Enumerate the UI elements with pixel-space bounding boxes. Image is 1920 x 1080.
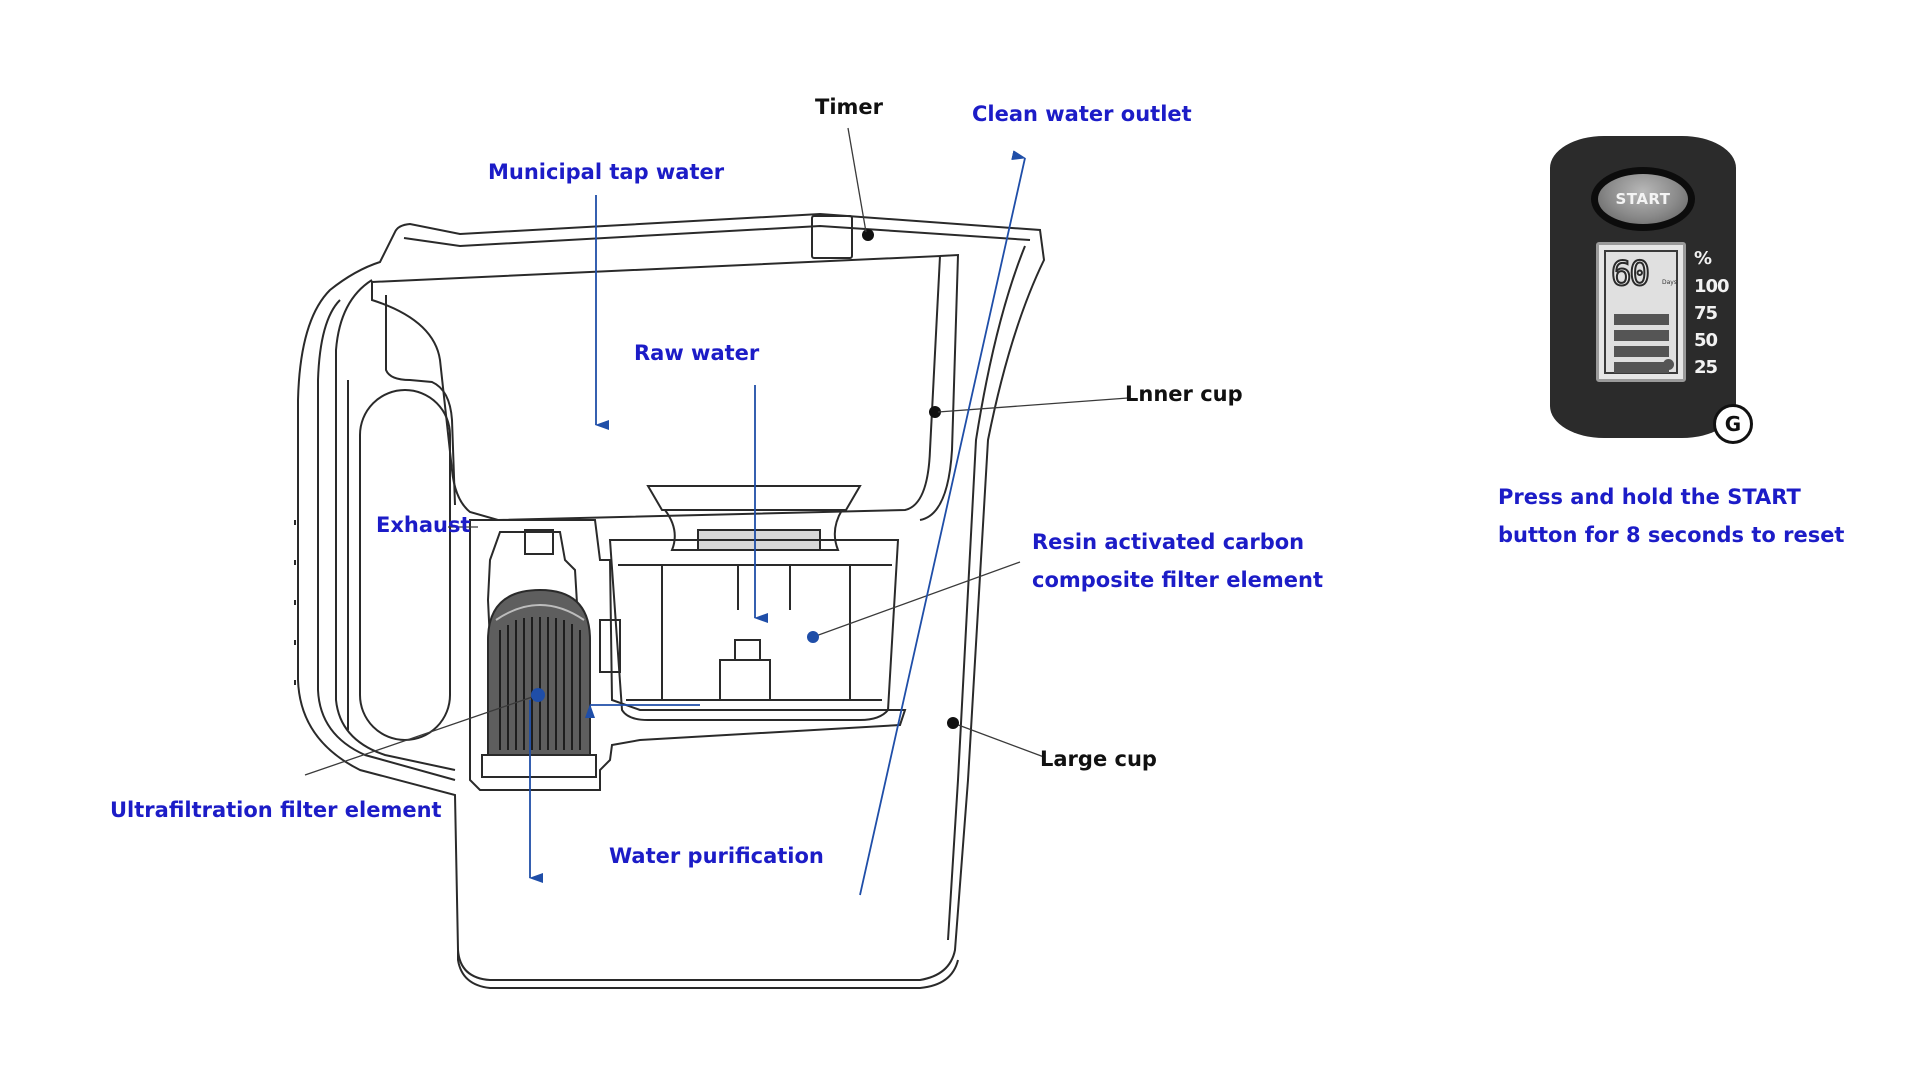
lcd-days-unit: Days [1662,279,1677,286]
scale-label-100: 100 [1694,276,1730,297]
large-cup-outline [297,212,1046,989]
resin-filter-element [608,485,900,721]
lcd-display: 60 Days [1596,242,1686,382]
ultrafiltration-label: Ultrafiltration filter element [110,798,442,822]
municipal-tap-water-label: Municipal tap water [488,160,725,184]
exhaust-label: Exhaust [376,513,471,537]
large-cup-label: Large cup [1040,747,1157,771]
reset-instruction-line-2: button for 8 seconds to reset [1498,523,1845,547]
leader-lines [304,127,1129,776]
inner-cup-label: Lnner cup [1125,382,1243,406]
large-cup-dot [947,717,959,729]
percent-symbol: % [1694,248,1712,269]
scale-label-25: 25 [1694,357,1718,378]
ultrafiltration-cartridge [481,588,597,778]
lcd-level-bar [1614,330,1669,341]
clean-outlet-arrow [859,150,1026,896]
lcd-days-value: 60 [1610,254,1651,294]
start-button-label: START [1598,174,1688,224]
flow-arrows [529,150,1026,896]
resin-dot [807,631,819,643]
resin-filter-label-line-2: composite filter element [1032,568,1324,592]
lcd-screen: 60 Days [1604,250,1678,374]
handle [294,279,456,771]
water-purification-label: Water purification [609,844,824,868]
clean-water-outlet-label: Clean water outlet [972,102,1192,126]
lcd-level-bar [1614,346,1669,357]
timer-label: Timer [815,95,884,119]
raw-water-label: Raw water [634,341,760,365]
scale-label-75: 75 [1694,303,1718,324]
inner-cup-outline [371,215,960,522]
filter-timer-device: START 60 Days % 100 75 50 25 G [1550,136,1753,444]
lcd-level-bar [1614,362,1669,373]
reset-instruction-line-1: Press and hold the START [1498,485,1801,509]
scale-label-50: 50 [1694,330,1718,351]
lcd-level-bar [1614,314,1669,325]
start-button[interactable]: START [1591,167,1695,231]
ultrafiltration-dot [531,688,545,702]
g-badge-icon: G [1713,404,1753,444]
lcd-indicator-dot [1663,359,1674,370]
resin-filter-label-line-1: Resin activated carbon [1032,530,1305,554]
